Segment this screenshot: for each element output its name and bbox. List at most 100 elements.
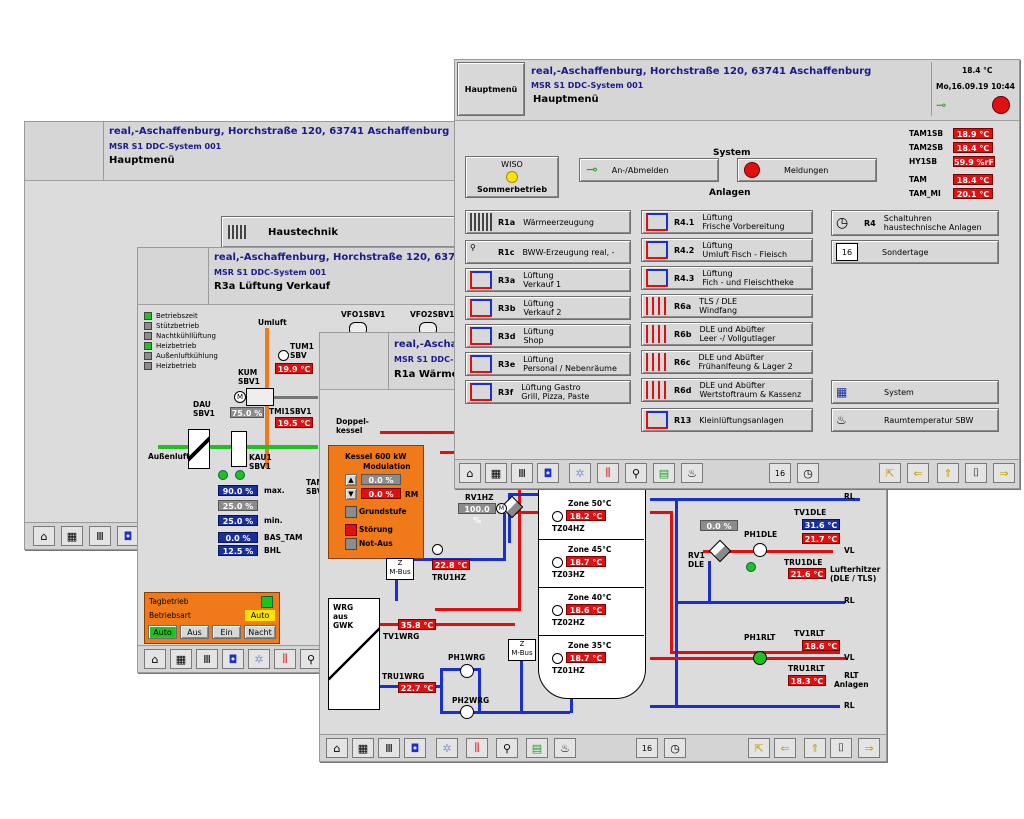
radiator-icon[interactable]: Ⅲ: [196, 649, 218, 669]
calendar-icon[interactable]: 16: [769, 463, 791, 483]
arrow-down-button[interactable]: ▼: [345, 488, 357, 500]
ventilation-icon[interactable]: ◘: [537, 463, 559, 483]
thermometer-icon[interactable]: ♨: [554, 738, 576, 758]
ventilation-icon[interactable]: ◘: [117, 526, 139, 546]
clock-icon[interactable]: ◷: [664, 738, 686, 758]
forward-icon[interactable]: ⇒: [858, 738, 880, 758]
system-text: MSR S1 DDC-System 001: [394, 355, 507, 364]
home-icon[interactable]: ⌂: [144, 649, 166, 669]
faucet-icon[interactable]: ⚲: [496, 738, 518, 758]
tum1-value: 19.9 °C: [275, 363, 313, 374]
heating-icon[interactable]: ⫼: [597, 463, 619, 483]
up-icon[interactable]: ⇑: [937, 463, 959, 483]
sensor-icon: [552, 557, 563, 568]
system-button[interactable]: ▦System: [831, 380, 999, 404]
door-icon[interactable]: ⌷: [965, 463, 987, 483]
ventilation-icon: [646, 241, 668, 259]
snowflake-icon[interactable]: ✲: [569, 463, 591, 483]
pipe-blue: [708, 561, 711, 603]
export-icon[interactable]: ⇱: [879, 463, 901, 483]
system-icon[interactable]: ▦: [485, 463, 507, 483]
bas-value[interactable]: 0.0 %: [218, 532, 258, 543]
zone-value: 18.2 °C: [566, 510, 606, 521]
pipe-blue: [503, 513, 506, 561]
meldungen-label: Meldungen: [784, 165, 829, 175]
system-icon[interactable]: ▦: [61, 526, 83, 546]
meldungen-button[interactable]: Meldungen: [737, 158, 877, 182]
ventilation-icon[interactable]: ◘: [222, 649, 244, 669]
back-icon[interactable]: ⇐: [907, 463, 929, 483]
max-value[interactable]: 90.0 %: [218, 485, 258, 496]
thermometer-icon[interactable]: ♨: [681, 463, 703, 483]
wiso-button[interactable]: WISO Sommerbetrieb: [465, 156, 559, 198]
rv1dle-value: 0.0 %: [700, 520, 738, 531]
home-icon[interactable]: ⌂: [326, 738, 348, 758]
snowflake-icon[interactable]: ✲: [248, 649, 270, 669]
mode-ein-button[interactable]: Ein: [212, 625, 241, 639]
calendar-icon[interactable]: 16: [636, 738, 658, 758]
pipe-blue: [508, 493, 511, 543]
radiator-icon[interactable]: Ⅲ: [378, 738, 400, 758]
back-icon[interactable]: ⇐: [774, 738, 796, 758]
key-icon[interactable]: ⊸: [936, 98, 947, 112]
motor-icon: M: [234, 391, 246, 403]
pipe-red: [518, 451, 521, 609]
sun-icon: [506, 171, 518, 183]
heating-icon[interactable]: ⫼: [274, 649, 296, 669]
page-title: Hauptmenü: [109, 155, 175, 166]
mode-nacht-button[interactable]: Nacht: [244, 625, 276, 639]
table-icon[interactable]: ▤: [526, 738, 548, 758]
home-icon[interactable]: ⌂: [33, 526, 55, 546]
system-text: MSR S1 DDC-System 001: [109, 142, 222, 151]
boiler-panel: Kessel 600 kW Modulation ▲ ▼ 0.0 % 0.0 %…: [328, 445, 424, 559]
datetime-readout: Mo,16.09.19 10:44: [936, 82, 1015, 91]
pipe-blue: [650, 498, 860, 501]
heating-icon: [646, 325, 668, 343]
up-icon[interactable]: ⇑: [804, 738, 826, 758]
radiator-icon[interactable]: Ⅲ: [89, 526, 111, 546]
mode-auto-button[interactable]: Auto: [148, 625, 177, 639]
mode-aus-button[interactable]: Aus: [180, 625, 209, 639]
arrow-up-button[interactable]: ▲: [345, 474, 357, 486]
system-icon[interactable]: ▦: [170, 649, 192, 669]
valve-icon: [708, 539, 732, 563]
export-icon[interactable]: ⇱: [748, 738, 770, 758]
raumtemperatur-button[interactable]: ♨Raumtemperatur SBW: [831, 408, 999, 432]
door-icon[interactable]: ⌷: [830, 738, 852, 758]
snowflake-icon[interactable]: ✲: [436, 738, 458, 758]
forward-icon[interactable]: ⇒: [993, 463, 1015, 483]
faucet-icon[interactable]: ⚲: [625, 463, 647, 483]
rl-label-mid: RL: [844, 596, 855, 605]
system-icon[interactable]: ▦: [352, 738, 374, 758]
min-value[interactable]: 25.0 %: [218, 515, 258, 526]
table-icon[interactable]: ▤: [653, 463, 675, 483]
heating-icon[interactable]: ⫼: [466, 738, 488, 758]
hauptmenu-button[interactable]: Hauptmenü: [457, 62, 525, 116]
alarm-icon[interactable]: [992, 96, 1010, 114]
anabmelden-button[interactable]: ⊸ An-/Abmelden: [579, 158, 719, 182]
home-icon[interactable]: ⌂: [459, 463, 481, 483]
haustechnik-button[interactable]: Haustechnik: [221, 216, 457, 248]
bhl-value[interactable]: 12.5 %: [218, 545, 258, 556]
ventilation-icon[interactable]: ◘: [404, 738, 426, 758]
clock-icon[interactable]: ◷: [797, 463, 819, 483]
radiator-icon[interactable]: Ⅲ: [511, 463, 533, 483]
legend-item: Heizbetrieb: [156, 362, 197, 370]
